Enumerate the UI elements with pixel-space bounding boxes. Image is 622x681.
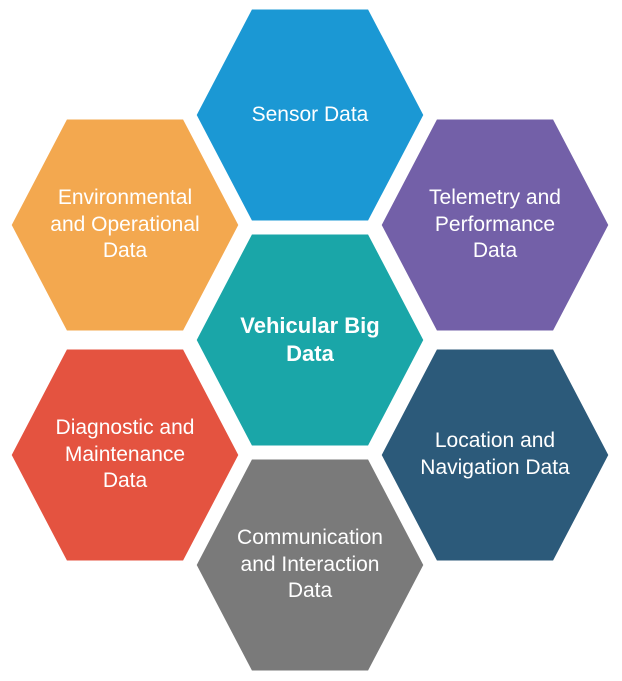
hex-sensor xyxy=(193,6,427,224)
hex-telemetry xyxy=(378,116,612,334)
hex-communication xyxy=(193,456,427,674)
hex-environmental xyxy=(8,116,242,334)
hex-location xyxy=(378,346,612,564)
hex-diagnostic xyxy=(8,346,242,564)
hex-center xyxy=(193,231,427,449)
